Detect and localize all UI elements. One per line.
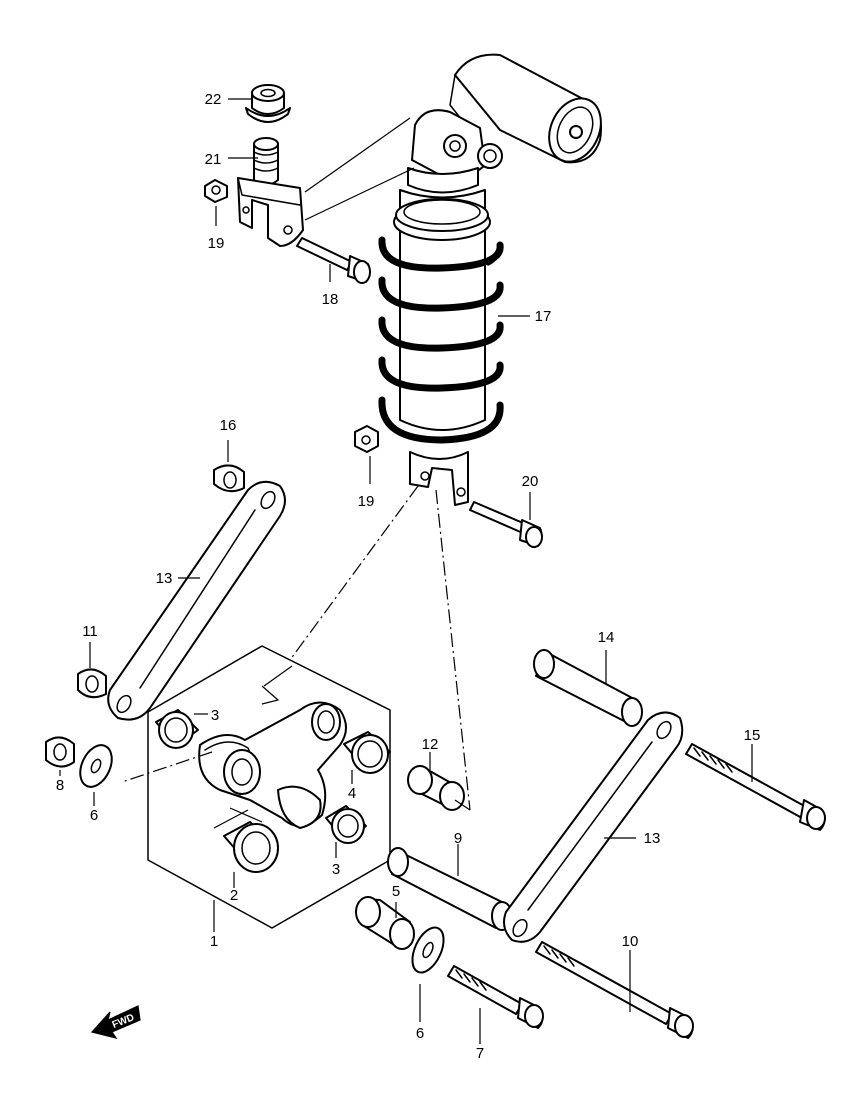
callout-13-left: 13 (156, 570, 173, 587)
callout-11: 11 (82, 623, 98, 640)
callout-9: 9 (454, 830, 462, 847)
link-rod-13-right (503, 711, 684, 943)
link-rod-13-left (107, 480, 286, 721)
callout-18: 18 (322, 291, 339, 308)
shock-spring (378, 236, 504, 444)
callout-19-upper: 19 (208, 235, 225, 252)
washer-6-left (79, 744, 113, 788)
callout-6-lower: 6 (416, 1025, 424, 1042)
bolt-10 (535, 941, 694, 1039)
callout-1: 1 (210, 933, 218, 950)
needle-bearing-2 (223, 821, 279, 873)
nut-22 (245, 84, 291, 123)
rear-shock-absorber (378, 53, 602, 506)
callout-12: 12 (422, 736, 439, 753)
washer-6-lower (411, 926, 445, 974)
forward-direction-arrow: FWD (90, 1005, 141, 1039)
callout-leaders (59, 98, 753, 1044)
callout-20: 20 (522, 473, 539, 490)
callout-4: 4 (348, 785, 356, 802)
callout-16: 16 (220, 417, 237, 434)
callout-10: 10 (622, 933, 639, 950)
callout-3-lower: 3 (332, 861, 340, 878)
spacer-14 (533, 649, 643, 727)
bracket-21 (237, 137, 304, 247)
callout-19-lower: 19 (358, 493, 375, 510)
callout-22: 22 (205, 91, 222, 108)
callout-6-left: 6 (90, 807, 98, 824)
callout-numbers: 22 21 19 18 17 16 19 20 13 11 14 15 3 12… (56, 91, 761, 1062)
collar-12 (407, 765, 465, 811)
callout-2: 2 (230, 887, 238, 904)
bolt-18 (296, 237, 371, 284)
bolt-20 (469, 501, 543, 548)
nut-19-lower (354, 425, 379, 453)
fwd-label: FWD (111, 1012, 136, 1031)
nut-19-upper (204, 179, 228, 203)
bolt-15 (685, 743, 826, 831)
needle-bearing-3-lower (325, 805, 367, 844)
bolt-7 (447, 965, 544, 1029)
assembly-1-boundary (147, 645, 391, 929)
nut-16 (213, 464, 245, 493)
collar-5 (355, 896, 415, 950)
callout-21: 21 (205, 151, 222, 168)
callout-7: 7 (476, 1045, 484, 1062)
callout-3-upper: 3 (211, 707, 219, 724)
callout-13-right: 13 (644, 830, 661, 847)
nut-8 (45, 736, 75, 768)
callout-17: 17 (535, 308, 552, 325)
needle-bearing-3-upper (155, 709, 199, 749)
spacer-9 (387, 847, 513, 931)
callout-5: 5 (392, 883, 400, 900)
callout-14: 14 (598, 629, 615, 646)
callout-8: 8 (56, 777, 64, 794)
cushion-lever-1 (198, 701, 347, 829)
nut-11 (77, 668, 107, 699)
callout-15: 15 (744, 727, 761, 744)
needle-bearing-4 (343, 731, 391, 774)
centerlines (121, 117, 471, 829)
